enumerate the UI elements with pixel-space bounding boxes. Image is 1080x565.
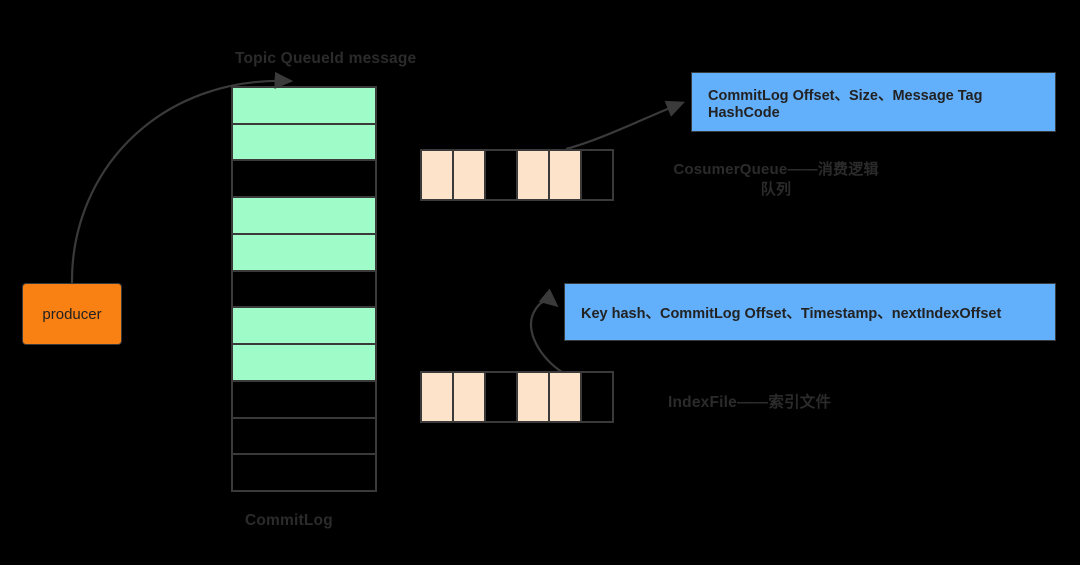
arrow-queue-to-consumer-entry bbox=[565, 100, 686, 151]
consumer-queue-caption: CosumerQueue——消费逻辑队列 bbox=[673, 161, 879, 198]
index-file-entry-box: Key hash、CommitLog Offset、Timestamp、next… bbox=[564, 283, 1056, 341]
commitlog-row bbox=[233, 234, 375, 272]
commitlog-stack bbox=[231, 86, 377, 492]
commitlog-row bbox=[233, 198, 375, 235]
queue-cell bbox=[454, 373, 486, 421]
commitlog-row bbox=[233, 345, 375, 382]
producer-box[interactable]: producer bbox=[22, 283, 122, 345]
commitlog-row bbox=[233, 124, 375, 162]
commitlog-row bbox=[233, 88, 375, 125]
commitlog-row bbox=[233, 308, 375, 346]
queue-cell bbox=[486, 151, 518, 199]
queue-cell bbox=[518, 373, 550, 421]
consumer-queue-entry-box: CommitLog Offset、Size、Message Tag HashCo… bbox=[691, 72, 1056, 132]
commitlog-row bbox=[233, 271, 375, 309]
commitlog-row bbox=[233, 161, 375, 199]
queue-cell bbox=[454, 151, 486, 199]
commitlog-row bbox=[233, 455, 375, 491]
commitlog-row bbox=[233, 381, 375, 419]
consumer-queue-cells bbox=[420, 149, 614, 201]
queue-cell bbox=[550, 373, 582, 421]
queue-cell bbox=[422, 151, 454, 199]
arrow-cells-to-index-entry bbox=[529, 288, 563, 373]
index-file-cells bbox=[420, 371, 614, 423]
producer-label: producer bbox=[42, 305, 102, 323]
queue-cell bbox=[486, 373, 518, 421]
index-file-caption: IndexFile——索引文件 bbox=[668, 394, 832, 411]
queue-cell bbox=[582, 373, 612, 421]
commitlog-label: CommitLog bbox=[245, 512, 333, 529]
queue-cell bbox=[518, 151, 550, 199]
queue-cell bbox=[422, 373, 454, 421]
topic-queueid-message-label: Topic QueueId message bbox=[235, 50, 417, 67]
commitlog-row bbox=[233, 418, 375, 456]
queue-cell bbox=[582, 151, 612, 199]
queue-cell bbox=[550, 151, 582, 199]
